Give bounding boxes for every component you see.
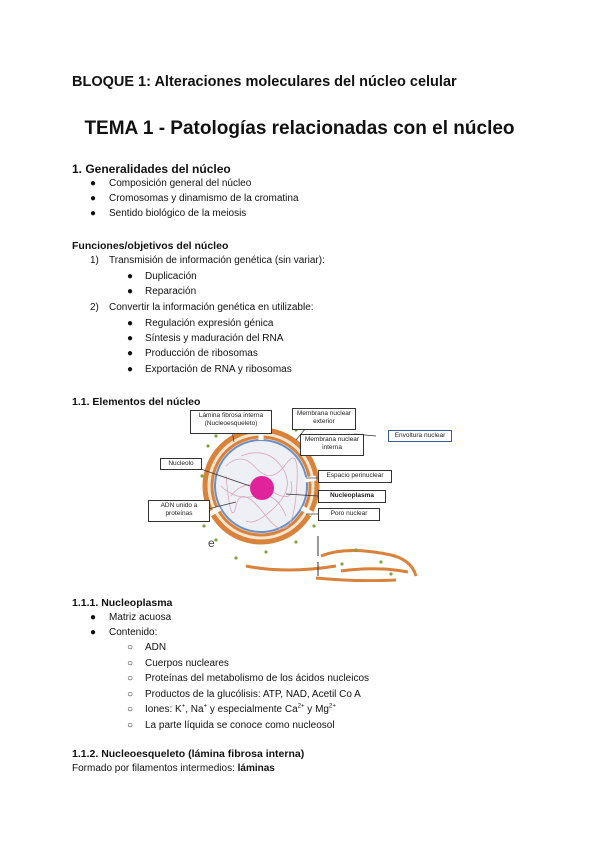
block-title: BLOQUE 1: Alteraciones moleculares del n… [72, 74, 457, 90]
bullet-icon: ● [90, 208, 97, 219]
section-heading-nucleoesqueleto: 1.1.2. Nucleoesqueleto (lámina fibrosa i… [72, 748, 305, 760]
list-item: Sentido biológico de la meiosis [109, 208, 247, 219]
label-membrana-exterior: Membrana nuclear exterior [292, 408, 356, 430]
circle-icon: ○ [127, 642, 134, 653]
circle-icon: ○ [127, 673, 134, 684]
paragraph-bold-term: láminas [237, 763, 275, 774]
label-espacio-perinuclear: Espacio perinuclear [318, 470, 392, 483]
ions-na: , Na [185, 704, 204, 715]
circle-icon: ○ [127, 704, 134, 715]
ions-na-sup: + [203, 703, 208, 710]
list-item: Matriz acuosa [109, 612, 172, 623]
list-item: Proteínas del metabolismo de los ácidos … [145, 673, 370, 684]
list-item: Reparación [145, 286, 197, 297]
funciones-heading: Funciones/objetivos del núcleo [72, 240, 229, 252]
list-item: ADN [145, 642, 167, 653]
circle-icon: ○ [127, 720, 134, 731]
list-item: Síntesis y maduración del RNA [145, 333, 284, 344]
label-membrana-interna: Membrana nuclear interna [300, 434, 364, 456]
list-item: Regulación expresión génica [145, 318, 274, 329]
bullet-icon: ● [127, 333, 134, 344]
bullet-icon: ● [90, 193, 97, 204]
bullet-icon: ● [127, 318, 134, 329]
ions-ca-sup: 2+ [297, 703, 305, 710]
ions-k: Iones: K [145, 704, 182, 715]
ions-k-sup: + [181, 703, 186, 710]
numbered-item: Convertir la información genética en uti… [109, 302, 314, 313]
paragraph-nucleoesqueleto: Formado por filamentos intermedios: lámi… [72, 763, 275, 774]
tema-title: TEMA 1 - Patologías relacionadas con el … [84, 118, 515, 139]
list-item-ions: Iones: K+, Na+ y especialmente Ca2+ y Mg… [145, 704, 336, 715]
list-item: Duplicación [145, 271, 197, 282]
nucleus-illustration [185, 412, 418, 583]
label-letter-e: e [208, 536, 215, 550]
list-item: La parte líquida se conoce como nucleoso… [145, 720, 335, 731]
bullet-icon: ● [127, 286, 134, 297]
ions-mg-sup: 2+ [328, 703, 336, 710]
numbered-item: Transmisión de información genética (sin… [109, 255, 325, 266]
list-item: Contenido: [109, 627, 158, 638]
ions-mg: y Mg [304, 704, 329, 715]
list-item: Composición general del núcleo [109, 178, 252, 189]
nucleus-diagram: Lámina fibrosa interna (Nucleoesqueleto)… [146, 406, 456, 583]
bullet-icon: ● [90, 627, 97, 638]
circle-icon: ○ [127, 689, 134, 700]
ions-ca: y especialmente Ca [207, 704, 298, 715]
label-lamina: Lámina fibrosa interna (Nucleoesqueleto) [190, 410, 272, 434]
paragraph-text: Formado por filamentos intermedios: [72, 763, 238, 774]
list-item: Cuerpos nucleares [145, 658, 229, 669]
label-nucleoplasma: Nucleoplasma [318, 490, 386, 503]
numbered-index: 2) [90, 302, 99, 313]
label-envoltura: Envoltura nuclear [388, 430, 452, 442]
section-heading-generalidades: 1. Generalidades del núcleo [72, 162, 231, 176]
circle-icon: ○ [127, 658, 134, 669]
list-item: Exportación de RNA y ribosomas [145, 364, 292, 375]
list-item: Productos de la glucólisis: ATP, NAD, Ac… [145, 689, 361, 700]
section-heading-nucleoplasma: 1.1.1. Nucleoplasma [72, 597, 173, 609]
numbered-index: 1) [90, 255, 99, 266]
label-adn: ADN unido a proteínas [148, 500, 210, 522]
list-item: Cromosomas y dinamismo de la cromatina [109, 193, 299, 204]
bullet-icon: ● [127, 348, 134, 359]
bullet-icon: ● [127, 364, 134, 375]
bullet-icon: ● [90, 178, 97, 189]
bullet-icon: ● [127, 271, 134, 282]
bullet-icon: ● [90, 612, 97, 623]
label-poro-nuclear: Poro nuclear [318, 508, 380, 521]
section-heading-elementos: 1.1. Elementos del núcleo [72, 396, 201, 408]
list-item: Producción de ribosomas [145, 348, 258, 359]
label-nucleolo: Nucleolo [160, 458, 202, 470]
